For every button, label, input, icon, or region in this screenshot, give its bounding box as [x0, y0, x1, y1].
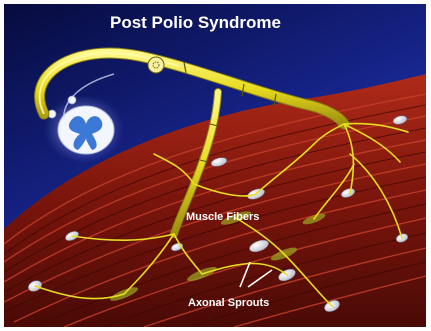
muscle-fibers-label: Muscle Fibers — [186, 211, 259, 223]
axonal-sprouts-label: Axonal Sprouts — [188, 297, 269, 309]
diagram-title: Post Polio Syndrome — [110, 13, 281, 32]
post-polio-illustration: Post Polio Syndrome Muscle Fibers Axonal… — [4, 4, 426, 327]
spinal-cord-cross-section-icon — [44, 95, 124, 163]
